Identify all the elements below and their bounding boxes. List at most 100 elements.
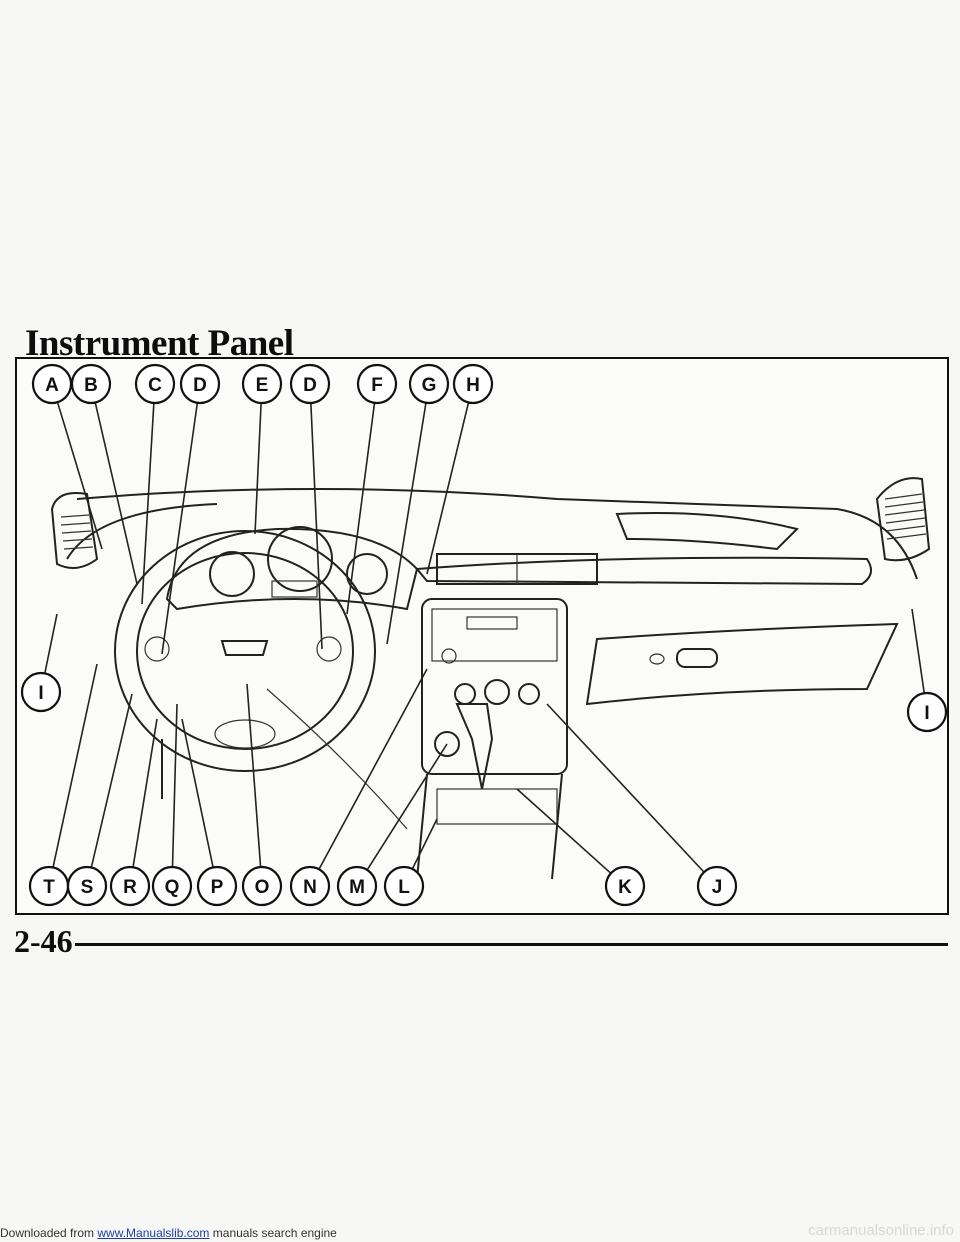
callout-i: I — [20, 671, 62, 713]
callout-a: A — [31, 363, 73, 405]
callout-label: H — [466, 375, 480, 396]
instrument-cluster — [165, 526, 419, 611]
callout-circle — [66, 865, 108, 907]
instrument-panel-diagram: A B C D E D F G H I I T S R Q P O N M L K J — [20, 363, 947, 907]
callout-i: I — [906, 691, 947, 733]
callout-circle — [241, 363, 283, 405]
callout-circle — [179, 363, 221, 405]
glove-box — [585, 512, 899, 706]
callout-t: T — [28, 865, 70, 907]
leader-line — [132, 718, 158, 868]
leader-line — [254, 402, 262, 535]
leader-line — [94, 402, 138, 585]
callout-label: P — [211, 877, 224, 898]
callout-o: O — [241, 865, 283, 907]
center-console — [421, 598, 568, 825]
callout-s: S — [66, 865, 108, 907]
leader-line — [516, 788, 612, 874]
leader-line — [52, 663, 98, 868]
callout-label: I — [38, 683, 43, 704]
callout-label: O — [255, 877, 270, 898]
callout-circle — [696, 865, 738, 907]
callout-h: H — [452, 363, 494, 405]
leader-line — [310, 402, 323, 650]
callout-j: J — [696, 865, 738, 907]
callout-label: B — [84, 375, 98, 396]
callout-label: A — [45, 375, 59, 396]
callout-label: F — [371, 375, 383, 396]
callout-k: K — [604, 865, 646, 907]
leader-line — [911, 608, 926, 694]
instrument-panel-figure: A B C D E D F G H I I T S R Q P O N M L K J — [15, 357, 949, 915]
banner-prefix: Downloaded from — [0, 1226, 98, 1240]
leader-line — [90, 693, 133, 868]
leader-line — [346, 402, 376, 615]
leader-line — [161, 402, 199, 655]
callout-label: M — [349, 877, 365, 898]
callout-circle — [289, 363, 331, 405]
leader-line — [181, 718, 214, 868]
callout-e: E — [241, 363, 283, 405]
leader-line — [386, 402, 427, 645]
callout-r: R — [109, 865, 151, 907]
right-air-vent — [875, 477, 931, 562]
watermark: carmanualsonline.info — [808, 1222, 954, 1239]
callout-label: C — [148, 375, 162, 396]
callout-label: D — [193, 375, 207, 396]
steering-wheel — [114, 530, 376, 799]
download-banner: Downloaded from www.Manualslib.com manua… — [0, 1226, 337, 1240]
callout-circle — [70, 363, 112, 405]
callout-label: T — [43, 877, 55, 898]
callout-circle — [289, 865, 331, 907]
center-air-vents — [436, 553, 598, 585]
manualslib-link[interactable]: www.Manualslib.com — [97, 1226, 210, 1240]
callout-g: G — [408, 363, 450, 405]
callout-l: L — [383, 865, 425, 907]
leader-line — [141, 402, 155, 605]
callout-circle — [452, 363, 494, 405]
callout-n: N — [289, 865, 331, 907]
callout-circle — [20, 671, 62, 713]
callout-d: D — [179, 363, 221, 405]
callout-label: S — [81, 877, 94, 898]
callout-m: M — [336, 865, 378, 907]
callout-circle — [241, 865, 283, 907]
callout-d: D — [289, 363, 331, 405]
callout-q: Q — [151, 865, 193, 907]
leader-line — [318, 668, 428, 870]
callout-label: I — [924, 703, 929, 724]
leader-line — [426, 402, 470, 575]
callout-label: E — [256, 375, 269, 396]
callout-c: C — [134, 363, 176, 405]
page-number: 2-46 — [14, 923, 73, 959]
callout-f: F — [356, 363, 398, 405]
leader-line — [546, 703, 705, 873]
callout-label: Q — [165, 877, 180, 898]
callout-label: G — [422, 375, 437, 396]
callout-circle — [604, 865, 646, 907]
footer-rule — [75, 943, 948, 946]
callout-p: P — [196, 865, 238, 907]
callout-circle — [356, 363, 398, 405]
callout-label: J — [712, 877, 723, 898]
banner-suffix: manuals search engine — [209, 1226, 337, 1240]
leader-line — [171, 703, 178, 868]
leader-line — [44, 613, 58, 674]
leader-line — [246, 683, 262, 868]
callout-label: N — [303, 877, 317, 898]
callout-label: K — [618, 877, 632, 898]
callout-circle — [134, 363, 176, 405]
leader-line — [366, 743, 448, 871]
callout-circle — [906, 691, 947, 733]
callout-circle — [383, 865, 425, 907]
callout-circle — [151, 865, 193, 907]
callout-circle — [336, 865, 378, 907]
callout-label: L — [398, 877, 410, 898]
dashboard-artwork — [44, 401, 931, 880]
callout-label: R — [123, 877, 137, 898]
callout-label: D — [303, 375, 317, 396]
callout-circle — [196, 865, 238, 907]
callout-circle — [109, 865, 151, 907]
left-air-vent — [50, 492, 99, 569]
callout-circle — [408, 363, 450, 405]
